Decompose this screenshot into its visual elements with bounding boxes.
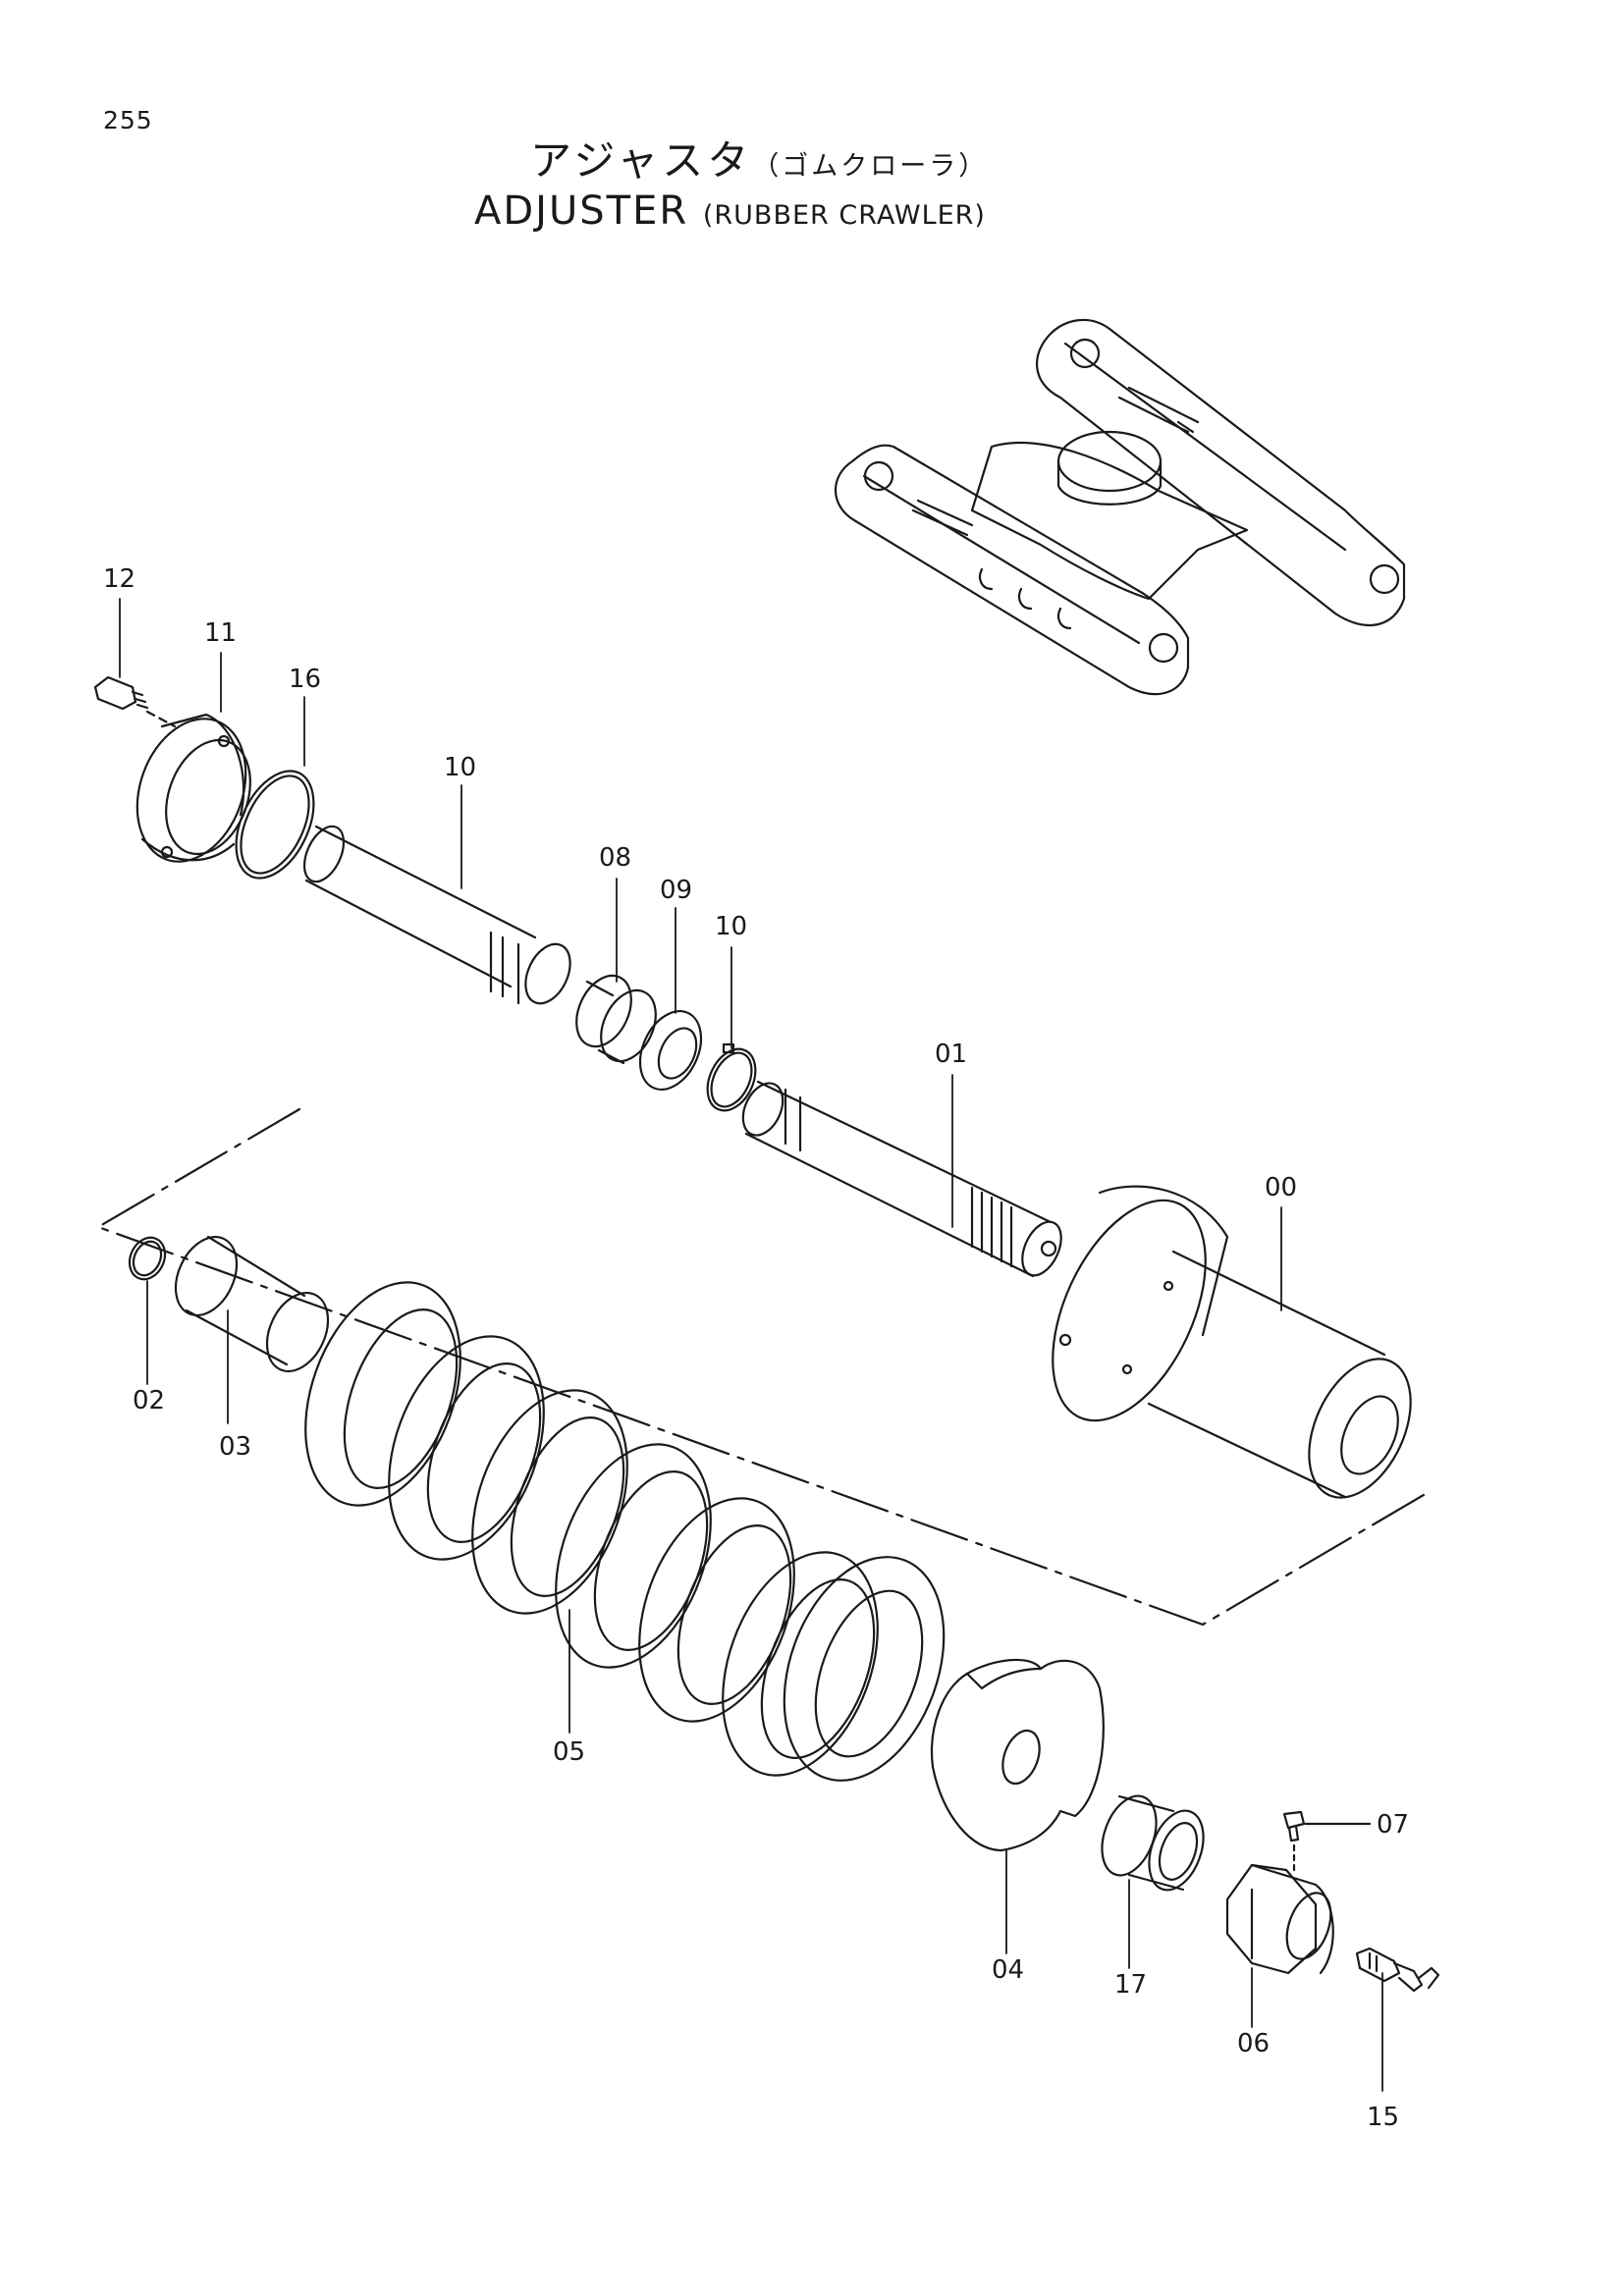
title-english-sub: (RUBBER CRAWLER) (702, 200, 986, 231)
part-08-bushing (575, 974, 657, 1065)
part-10-snap-ring (706, 1042, 757, 1112)
undercarriage-overview (834, 318, 1406, 696)
part-14-bolt (93, 675, 177, 728)
part-07-plug (1282, 1810, 1372, 1877)
page-number: 255 (103, 106, 153, 134)
title-japanese: アジャスタ（ゴムクローラ） (530, 128, 988, 187)
part-01-rod (741, 1080, 1062, 1278)
part-03-spacer (174, 1235, 330, 1372)
label-part-12: 11 (204, 618, 237, 648)
label-part-14: 12 (103, 564, 135, 594)
label-part-06: 06 (1237, 2029, 1270, 2058)
part-02-o-ring (128, 1236, 167, 1281)
label-part-09: 09 (660, 876, 692, 905)
label-part-03: 03 (219, 1432, 251, 1462)
label-part-15: 15 (1367, 2103, 1399, 2132)
label-part-00: 00 (1265, 1173, 1297, 1202)
part-17-bushing (1101, 1794, 1205, 1892)
part-15-grease-fitting (1355, 1947, 1440, 1993)
label-part-05: 05 (553, 1737, 585, 1767)
part-06-nut (1225, 1863, 1334, 1975)
part-00-housing (1052, 1185, 1412, 1499)
leader-lines (119, 598, 1383, 2092)
part-09-seal (638, 1010, 703, 1091)
part-04-plate (931, 1658, 1105, 1852)
label-part-07: 07 (1377, 1810, 1409, 1840)
title-english: ADJUSTER (RUBBER CRAWLER) (474, 188, 986, 234)
label-part-01: 01 (935, 1040, 967, 1069)
callout-labels: 12 11 16 10 08 09 10 01 00 02 03 05 04 1… (103, 564, 1409, 2132)
label-part-17: 17 (1114, 1970, 1147, 2000)
label-part-11: 10 (444, 753, 476, 782)
label-part-16: 16 (289, 665, 321, 694)
part-16-o-ring-inner (240, 774, 310, 875)
title-english-main: ADJUSTER (474, 188, 689, 234)
part-11-cylinder (302, 825, 571, 1005)
part-16-o-ring (235, 770, 315, 880)
title-japanese-sub: （ゴムクローラ） (752, 151, 989, 182)
title-japanese-main: アジャスタ (530, 136, 753, 185)
label-part-10: 10 (715, 912, 747, 941)
part-12-flange (135, 713, 251, 863)
part-05-spring (304, 1281, 946, 1782)
label-part-04: 04 (992, 1955, 1024, 1985)
assembly-plane-outline (96, 1107, 1431, 1627)
label-part-02: 02 (133, 1386, 165, 1415)
label-part-08: 08 (599, 843, 631, 873)
